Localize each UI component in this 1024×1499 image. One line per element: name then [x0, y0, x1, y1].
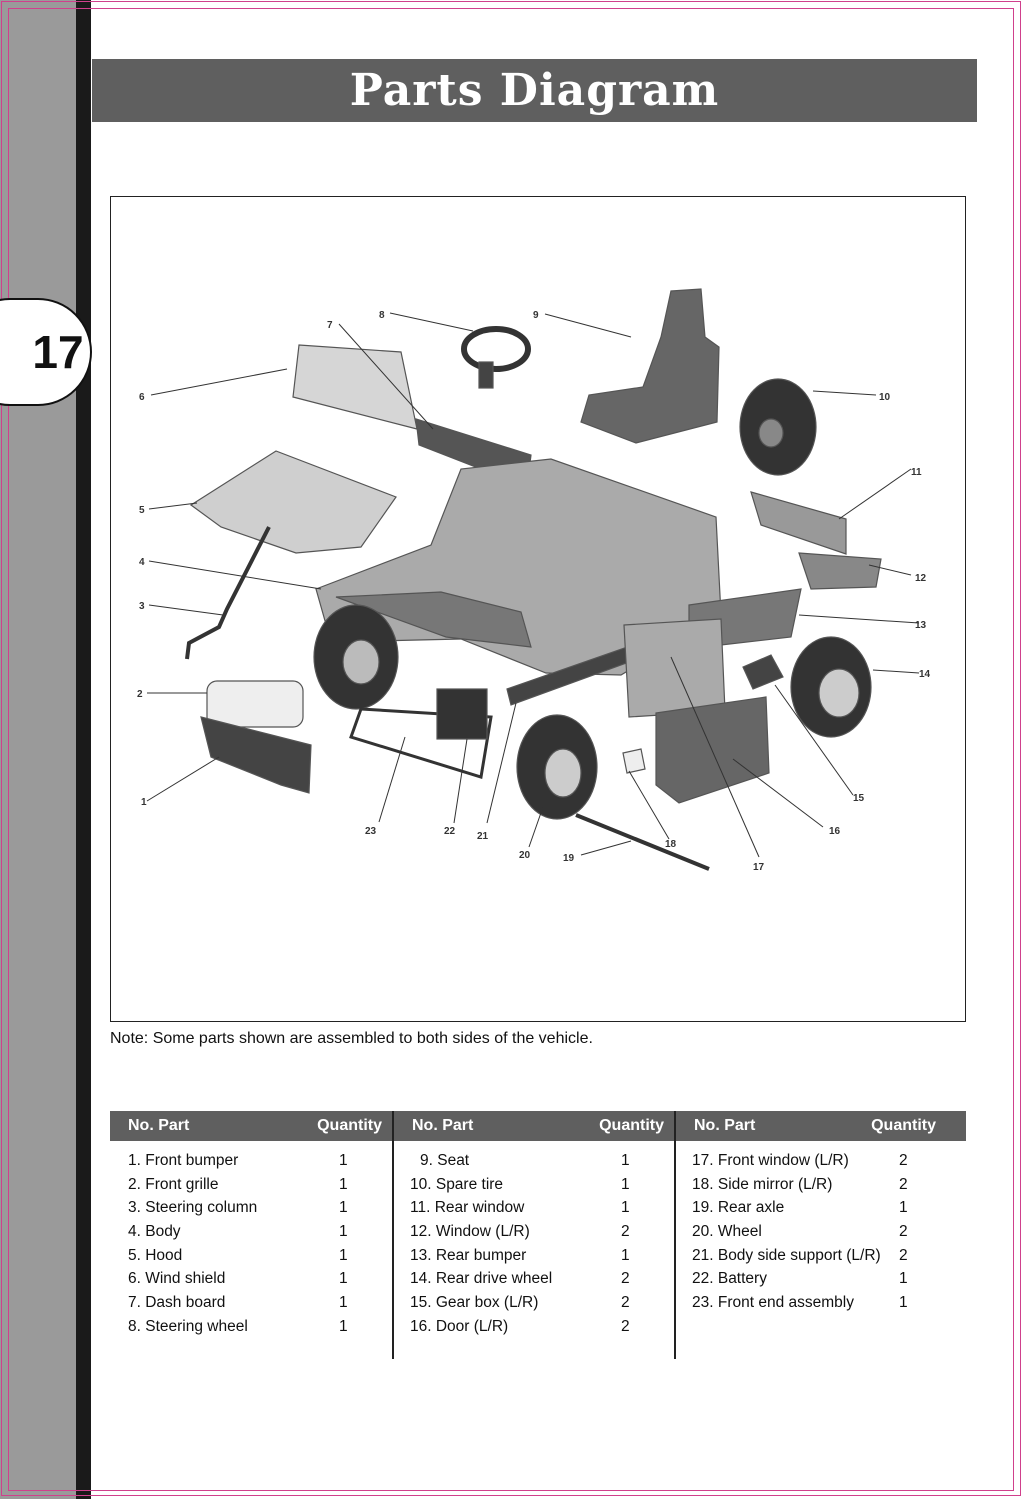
front-bumper-shape — [200, 716, 312, 794]
table-row: 18. Side mirror (L/R)2 — [692, 1175, 908, 1193]
side-mirror-shape — [622, 748, 646, 774]
page-title: Parts Diagram — [349, 65, 720, 116]
callout-20: 20 — [519, 850, 531, 861]
front-window-shape — [623, 618, 726, 718]
parts-list-col-3: 17. Front window (L/R)2 18. Side mirror … — [692, 1152, 942, 1318]
table-row: 12. Window (L/R)2 — [410, 1223, 630, 1241]
callout-15: 15 — [853, 793, 865, 804]
exploded-vehicle-illustration: 1 2 3 4 5 6 7 8 9 10 11 12 13 14 15 16 1… — [137, 288, 931, 873]
callout-4: 4 — [139, 557, 145, 568]
callout-9: 9 — [533, 310, 539, 321]
header-quantity: Quantity — [871, 1117, 936, 1134]
battery-shape — [436, 688, 488, 740]
front-grille-shape — [206, 680, 304, 728]
callout-12: 12 — [915, 573, 927, 584]
table-row: 17. Front window (L/R)2 — [692, 1152, 908, 1169]
column-divider — [674, 1111, 676, 1359]
rear-window-shape — [750, 491, 847, 555]
callout-7: 7 — [327, 320, 333, 331]
callout-8: 8 — [379, 310, 385, 321]
header-no-part: No. Part — [412, 1117, 474, 1134]
callout-11: 11 — [911, 467, 922, 478]
header-no-part: No. Part — [694, 1117, 756, 1134]
hood-shape — [189, 450, 397, 554]
callout-14: 14 — [919, 669, 931, 680]
sidebar-gray-band — [0, 0, 76, 1499]
gear-box-shape — [742, 654, 784, 690]
callout-21: 21 — [477, 831, 489, 842]
callout-17: 17 — [753, 862, 765, 873]
steering-column-shape — [185, 526, 271, 660]
callout-3: 3 — [139, 601, 145, 612]
rear-axle-shape — [575, 813, 710, 871]
page-border-inner — [8, 8, 1014, 1491]
table-header-col-3: No. Part Quantity — [676, 1111, 966, 1141]
page-number-tab — [0, 298, 92, 406]
title-bar: Parts Diagram — [92, 59, 977, 122]
callout-5: 5 — [139, 505, 145, 516]
table-row: 16. Door (L/R)2 — [410, 1317, 630, 1335]
callout-1: 1 — [141, 797, 147, 808]
seat-shape — [580, 288, 720, 444]
callout-10: 10 — [879, 392, 891, 403]
wind-shield-shape — [292, 344, 418, 430]
callout-19: 19 — [563, 853, 575, 864]
callout-18: 18 — [665, 839, 677, 850]
column-divider — [392, 1111, 394, 1359]
table-row: 15. Gear box (L/R)2 — [410, 1294, 630, 1312]
callout-6: 6 — [139, 392, 145, 403]
table-header-col-1: No. Part Quantity — [110, 1111, 392, 1141]
window-shape — [798, 552, 882, 590]
callout-23: 23 — [365, 826, 377, 837]
callout-16: 16 — [829, 826, 841, 837]
callout-13: 13 — [915, 620, 927, 631]
steering-wheel-shape — [461, 326, 531, 372]
table-header-col-2: No. Part Quantity — [394, 1111, 674, 1141]
header-quantity: Quantity — [599, 1117, 664, 1134]
callout-2: 2 — [137, 689, 143, 700]
header-quantity: Quantity — [317, 1117, 382, 1134]
assembly-note: Note: Some parts shown are assembled to … — [110, 1030, 593, 1047]
page-number: 17 — [32, 326, 84, 378]
header-no-part: No. Part — [128, 1117, 190, 1134]
door-shape — [655, 696, 770, 804]
parts-diagram: 1 2 3 4 5 6 7 8 9 10 11 12 13 14 15 16 1… — [110, 196, 966, 1022]
callout-22: 22 — [444, 826, 456, 837]
table-row: 21. Body side support (L/R)2 — [692, 1246, 908, 1264]
